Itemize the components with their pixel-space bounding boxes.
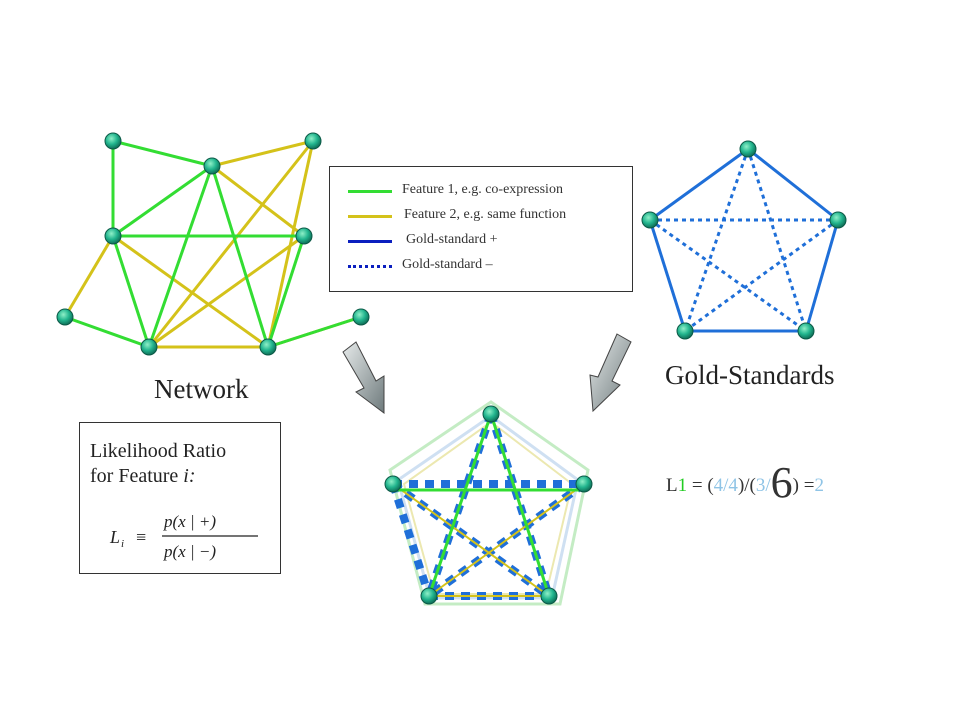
combined-feature1-edges <box>393 413 584 597</box>
arrow-right <box>589 333 632 413</box>
eq-result: 2 <box>814 475 824 496</box>
network-caption: Network <box>154 374 249 404</box>
eq-frac2-big: 6 <box>770 458 793 507</box>
eq-frac2a: 3/ <box>755 475 771 496</box>
legend-label: Feature 1, e.g. co-expression <box>402 182 563 197</box>
network-node <box>352 308 370 326</box>
likelihood-title-line1: Likelihood Ratio <box>90 440 227 462</box>
gold-nodes <box>641 140 847 340</box>
legend-item-feature2: Feature 2, e.g. same function <box>330 206 632 226</box>
formula-lhs: L <box>109 527 120 547</box>
combined-node <box>482 405 500 423</box>
legend-box: Feature 1, e.g. co-expression Feature 2,… <box>329 166 633 292</box>
gold-standards-caption: Gold-Standards <box>665 360 835 390</box>
gold-node <box>739 140 757 158</box>
legend-item-gold-negative: Gold-standard – <box>330 256 632 276</box>
legend-label: Gold-standard – <box>402 257 493 272</box>
network-feature1-edges <box>64 139 362 349</box>
formula-equiv: ≡ <box>136 527 146 547</box>
likelihood-equation: L1 = (4/4)/(3/6) =2 <box>666 457 824 508</box>
legend-item-gold-positive: Gold-standard + <box>330 231 632 251</box>
network-node <box>295 227 313 245</box>
gold-standard-graph <box>641 140 847 340</box>
likelihood-formula: L i ≡ p(x | +) p(x | −) <box>109 512 258 561</box>
network-node <box>140 338 158 356</box>
legend-swatch <box>348 190 392 193</box>
gold-node <box>829 211 847 229</box>
gold-node <box>676 322 694 340</box>
eq-mid: )/( <box>737 475 756 496</box>
network-node <box>304 132 322 150</box>
network-node <box>203 157 221 175</box>
eq-close: ) = <box>792 475 815 496</box>
combined-node <box>575 475 593 493</box>
legend-swatch <box>348 215 392 218</box>
likelihood-title: Likelihood Ratio for Feature i: <box>90 439 226 489</box>
network-node <box>56 308 74 326</box>
formula-denominator: p(x | −) <box>163 542 216 561</box>
network-nodes <box>56 132 370 356</box>
legend-label: Feature 2, e.g. same function <box>404 207 567 222</box>
legend-item-feature1: Feature 1, e.g. co-expression <box>330 181 632 201</box>
network-node <box>259 338 277 356</box>
eq-subscript: 1 <box>677 475 688 496</box>
combined-node <box>384 475 402 493</box>
gold-negative-edges <box>649 148 839 333</box>
formula-numerator: p(x | +) <box>163 512 216 531</box>
legend-swatch <box>348 265 392 268</box>
network-graph <box>56 132 370 356</box>
eq-part1: = ( <box>687 475 714 496</box>
gold-positive-edges <box>648 147 840 333</box>
formula-sub: i <box>121 538 124 550</box>
likelihood-title-var: i: <box>183 465 196 487</box>
gold-node <box>641 211 659 229</box>
network-node <box>104 227 122 245</box>
gold-node <box>797 322 815 340</box>
combined-nodes <box>384 405 593 605</box>
legend-label: Gold-standard + <box>406 232 498 247</box>
network-node <box>104 132 122 150</box>
combined-node <box>540 587 558 605</box>
likelihood-ratio-box: Likelihood Ratio for Feature i: L i ≡ p(… <box>79 422 281 574</box>
likelihood-title-line2: for Feature <box>90 465 184 487</box>
eq-frac1: 4/4 <box>713 475 738 496</box>
combined-graph <box>384 400 593 606</box>
combined-feature2-edges <box>392 483 585 597</box>
combined-node <box>420 587 438 605</box>
legend-swatch <box>348 240 392 243</box>
eq-L: L <box>666 475 678 496</box>
arrow-left <box>342 341 385 414</box>
